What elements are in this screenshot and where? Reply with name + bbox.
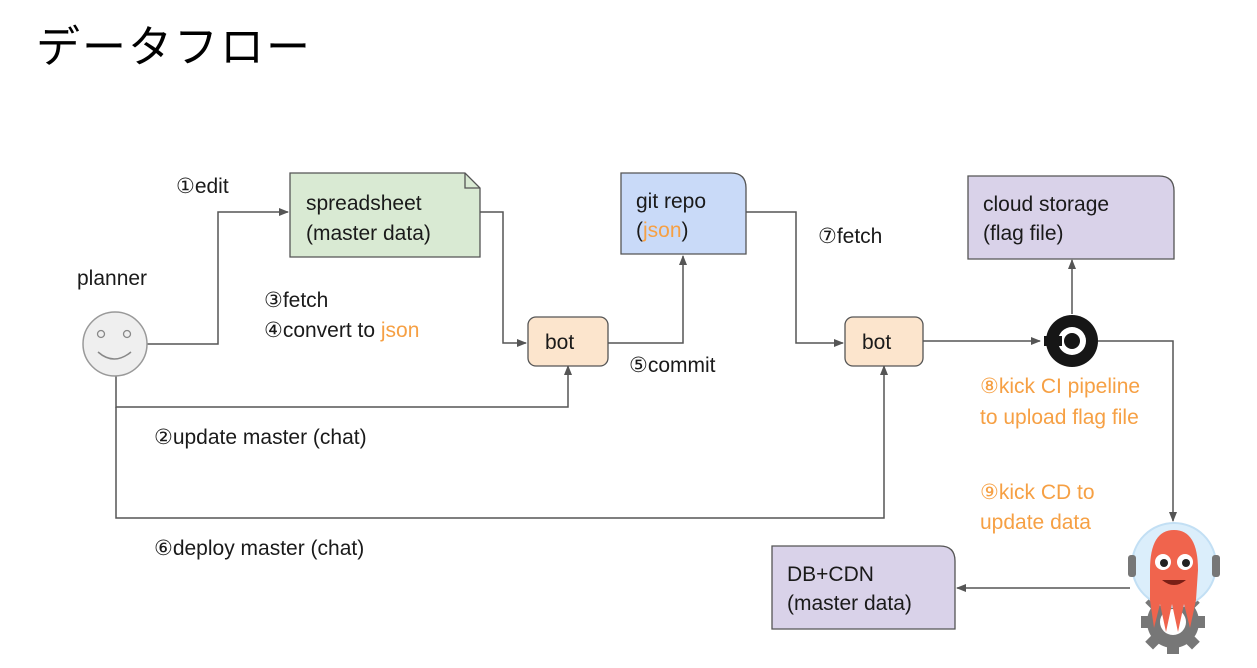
edge-label-deploy-master: ⑥deploy master (chat) (154, 537, 364, 560)
edges (115, 208, 1177, 592)
page-title: データフロー (36, 22, 312, 73)
edge-labels: ①edit ③fetch ④convert to json ②update ma… (154, 175, 1140, 560)
edge-label-kick-ci-1: ⑧kick CI pipeline (980, 375, 1140, 398)
db-cdn-line2: (master data) (787, 592, 912, 615)
edge-planner-to-bot (115, 365, 572, 408)
planner-node: planner (77, 267, 148, 377)
cloud-storage-line2: (flag file) (983, 222, 1064, 245)
edge-planner-to-bot2 (115, 365, 888, 519)
circleci-icon (1044, 315, 1098, 367)
planner-label: planner (77, 267, 147, 290)
spreadsheet-shape (289, 172, 481, 258)
edge-git-repo-to-bot (746, 211, 844, 347)
bot-label-2: bot (862, 331, 891, 354)
edge-label-fetch-7: ⑦fetch (818, 225, 882, 248)
edge-planner-to-spreadsheet (146, 208, 289, 345)
edge-label-kick-ci-2: to upload flag file (980, 406, 1139, 429)
bot-label-1: bot (545, 331, 574, 354)
cloud-storage-line1: cloud storage (983, 193, 1109, 216)
edge-label-convert: ④convert to json (264, 319, 419, 342)
git-repo-line2: (json) (636, 219, 689, 242)
edge-label-fetch: ③fetch (264, 289, 328, 312)
argo-mascot-icon (1128, 522, 1220, 654)
edge-bot-to-git-repo (608, 255, 687, 344)
edge-label-kick-cd-2: update data (980, 511, 1091, 534)
edge-spreadsheet-to-bot (480, 211, 527, 347)
edge-label-kick-cd-1: ⑨kick CD to (980, 481, 1095, 504)
spreadsheet-line1: spreadsheet (306, 192, 422, 215)
git-repo-line1: git repo (636, 190, 706, 213)
edge-label-commit: ⑤commit (629, 354, 716, 377)
bot-node-2: bot (844, 316, 924, 367)
bot-node-1: bot (527, 316, 609, 367)
db-cdn-line1: DB+CDN (787, 563, 874, 586)
spreadsheet-node: spreadsheet (master data) (289, 172, 481, 258)
git-repo-json: json (642, 219, 682, 242)
edge-label-convert-json: json (380, 319, 420, 342)
smiley-face-icon (82, 311, 148, 377)
edge-label-update-master: ②update master (chat) (154, 426, 367, 449)
edge-label-edit: ①edit (176, 175, 229, 198)
cloud-storage-node: cloud storage (flag file) (967, 175, 1175, 260)
db-cdn-node: DB+CDN (master data) (771, 545, 956, 630)
git-repo-node: git repo (json) (620, 172, 747, 255)
edge-ci-to-argo (1098, 340, 1177, 522)
spreadsheet-line2: (master data) (306, 222, 431, 245)
